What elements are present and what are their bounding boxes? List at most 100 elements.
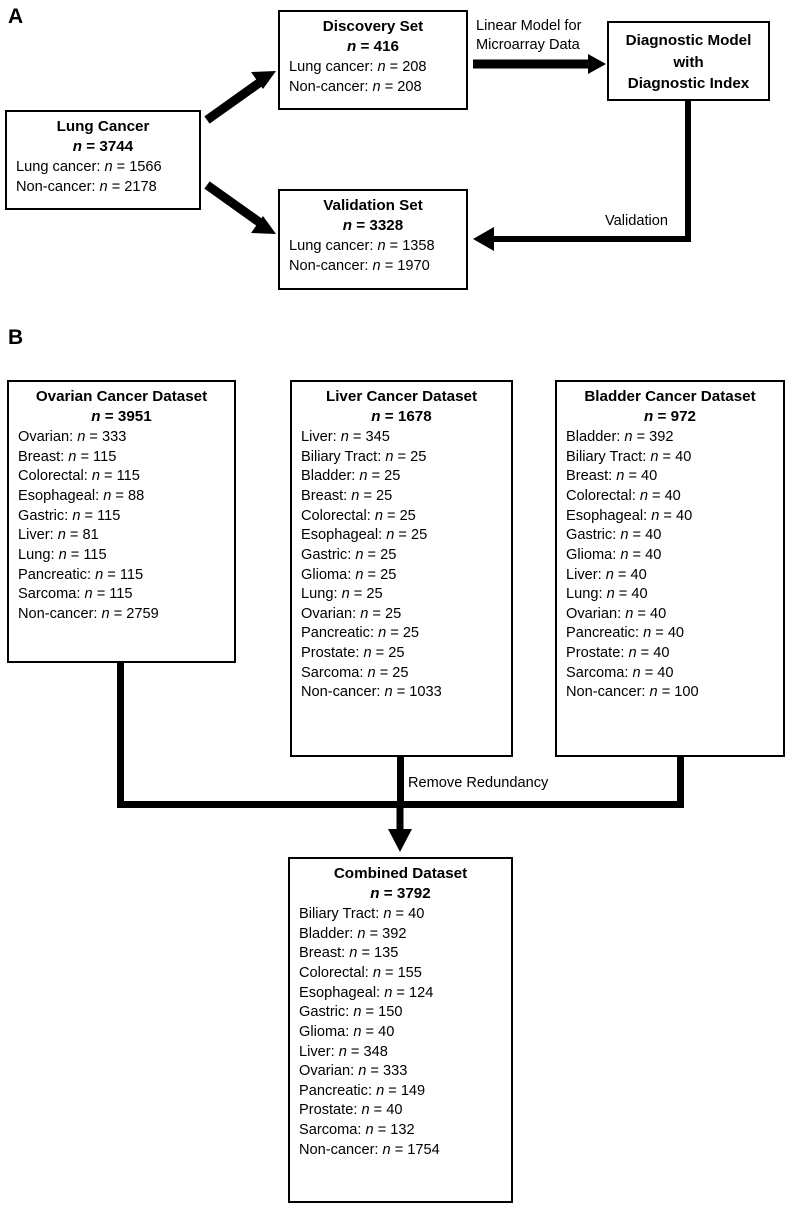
node-title-line: with [673,53,704,71]
node-row: Pancreatic: n = 25 [301,625,420,642]
node-row: Lung: n = 40 [566,586,648,603]
node-row: Colorectal: n = 25 [301,507,416,524]
node-title: Diagnostic Model with Diagnostic Index [618,30,759,95]
node-row: Non-cancer: n = 208 [289,78,422,95]
node-title: Ovarian Cancer Dataset [35,388,208,405]
node-total-n: n = 416 [347,38,399,56]
node-lung-cancer-source: Lung Cancer n = 3744 Lung cancer: n = 15… [5,110,201,210]
node-row: Biliary Tract: n = 40 [566,448,692,465]
node-rows: Lung cancer: n = 1358 Non-cancer: n = 19… [289,237,457,276]
node-row: Prostate: n = 25 [301,645,405,661]
node-rows: Bladder: n = 392 Biliary Tract: n = 40 B… [566,428,774,703]
node-row: Bladder: n = 392 [566,429,674,446]
node-row: Breast: n = 40 [566,468,658,485]
arrow-source-to-discovery [204,71,276,124]
connector-validation-horizontal [487,236,689,242]
connector-ovarian-down [117,663,124,808]
node-title: Discovery Set [322,18,424,35]
node-total-n: n = 3744 [72,138,134,156]
node-title: Lung Cancer [56,118,150,135]
node-row: Breast: n = 135 [299,945,399,962]
node-row: Ovarian: n = 40 [566,605,667,622]
node-row: Lung cancer: n = 208 [289,59,427,76]
node-row: Ovarian: n = 25 [301,605,402,622]
node-row: Lung: n = 25 [301,586,383,603]
node-row: Colorectal: n = 115 [18,468,140,485]
node-title-line: Diagnostic Index [627,75,750,93]
edge-label-line: Linear Model for [476,18,582,34]
node-row: Liver: n = 81 [18,527,99,544]
node-row: Bladder: n = 392 [299,925,407,942]
node-row: Glioma: n = 40 [566,546,662,563]
node-rows: Biliary Tract: n = 40 Bladder: n = 392 B… [299,905,502,1160]
node-rows: Lung cancer: n = 208 Non-cancer: n = 208 [289,58,457,97]
edge-label-validation: Validation [605,213,669,229]
node-title: Combined Dataset [333,865,468,882]
connector-liver-down [397,757,404,808]
node-discovery-set: Discovery Set n = 416 Lung cancer: n = 2… [278,10,468,110]
node-row: Sarcoma: n = 25 [301,664,409,681]
node-row: Non-cancer: n = 1754 [299,1141,440,1158]
node-total-n: n = 3792 [370,885,431,903]
connector-merge-bus [117,801,684,808]
arrow-discovery-to-model [473,54,606,74]
node-row: Non-cancer: n = 2759 [18,605,159,622]
node-row: Glioma: n = 40 [299,1023,395,1040]
node-row: Non-cancer: n = 1033 [301,684,442,701]
node-row: Esophageal: n = 124 [299,984,434,1001]
node-row: Liver: n = 345 [301,429,390,446]
node-title: Validation Set [323,197,423,214]
node-row: Colorectal: n = 40 [566,488,681,504]
node-row: Bladder: n = 25 [301,468,401,485]
node-total-n: n = 3328 [342,217,404,235]
node-row: Lung cancer: n = 1358 [289,238,435,255]
node-row: Pancreatic: n = 149 [299,1082,426,1099]
node-row: Prostate: n = 40 [566,645,670,661]
node-row: Ovarian: n = 333 [299,1063,408,1080]
node-ovarian-dataset: Ovarian Cancer Dataset n = 3951 Ovarian:… [7,380,236,663]
node-row: Liver: n = 40 [566,566,647,583]
node-row: Liver: n = 348 [299,1043,388,1060]
node-row: Esophageal: n = 88 [18,488,145,504]
node-rows: Ovarian: n = 333 Breast: n = 115 Colorec… [18,428,225,624]
node-row: Sarcoma: n = 40 [566,664,674,681]
node-row: Esophageal: n = 40 [566,507,693,524]
node-row: Sarcoma: n = 132 [299,1122,415,1138]
node-diagnostic-model: Diagnostic Model with Diagnostic Index [607,21,770,101]
node-row: Breast: n = 25 [301,488,393,504]
node-row: Pancreatic: n = 115 [18,566,144,583]
node-row: Biliary Tract: n = 40 [299,906,425,923]
connector-bladder-down [677,757,684,808]
node-row: Lung: n = 115 [18,546,107,563]
node-row: Colorectal: n = 155 [299,965,422,981]
node-rows: Liver: n = 345 Biliary Tract: n = 25 Bla… [301,428,502,703]
node-row: Ovarian: n = 333 [18,429,127,446]
node-combined-dataset: Combined Dataset n = 3792 Biliary Tract:… [288,857,513,1203]
node-row: Non-cancer: n = 2178 [16,178,157,195]
node-row: Gastric: n = 25 [301,546,397,563]
node-validation-set: Validation Set n = 3328 Lung cancer: n =… [278,189,468,290]
edge-label-remove-redundancy: Remove Redundancy [408,775,549,791]
node-row: Breast: n = 115 [18,448,117,465]
node-rows: Lung cancer: n = 1566 Non-cancer: n = 21… [16,158,190,197]
node-row: Glioma: n = 25 [301,566,397,583]
node-row: Biliary Tract: n = 25 [301,448,427,465]
node-title: Liver Cancer Dataset [325,388,478,405]
node-row: Lung cancer: n = 1566 [16,159,162,176]
node-total-n: n = 3951 [91,408,152,426]
node-row: Prostate: n = 40 [299,1102,403,1119]
panel-a-label: A [8,5,24,28]
node-row: Gastric: n = 40 [566,527,662,544]
node-row: Gastric: n = 150 [299,1004,403,1021]
connector-validation-vertical [685,101,691,242]
node-liver-dataset: Liver Cancer Dataset n = 1678 Liver: n =… [290,380,513,757]
node-row: Pancreatic: n = 40 [566,625,685,642]
arrow-source-to-validation [204,181,276,234]
node-row: Gastric: n = 115 [18,507,121,524]
panel-b-label: B [8,326,24,349]
node-total-n: n = 1678 [371,408,432,426]
node-row: Non-cancer: n = 100 [566,684,699,701]
node-title: Bladder Cancer Dataset [584,388,756,405]
node-total-n: n = 972 [644,408,696,426]
